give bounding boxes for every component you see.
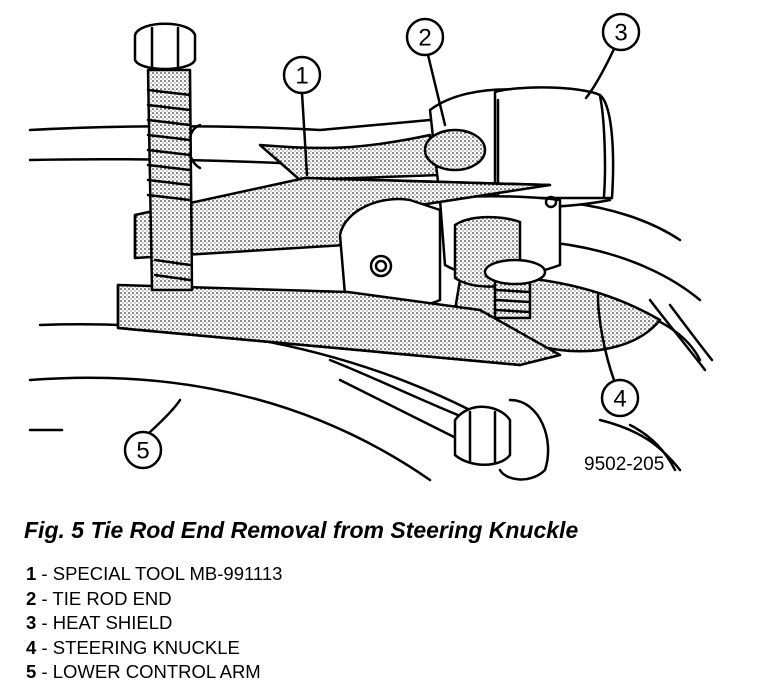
callout-4: 4 bbox=[613, 386, 626, 413]
legend-item: 1 - SPECIAL TOOL MB-991113 bbox=[26, 562, 282, 587]
tool-pivot-housing bbox=[338, 197, 442, 309]
legend-text: STEERING KNUCKLE bbox=[52, 636, 240, 658]
castle-nut bbox=[453, 405, 512, 466]
callout-1: 1 bbox=[295, 63, 308, 90]
drawing-code: 9502-205 bbox=[584, 454, 665, 475]
legend-number: 2 bbox=[26, 587, 37, 609]
legend-separator: - bbox=[36, 563, 53, 584]
knuckle-lower-lines bbox=[328, 358, 472, 442]
legend-item: 4 - STEERING KNUCKLE bbox=[26, 636, 282, 661]
tie-rod-shaft bbox=[28, 118, 432, 132]
legend-text: SPECIAL TOOL MB-991113 bbox=[52, 563, 283, 584]
tie-rod-removal-illustration: 1 2 3 4 5 bbox=[28, 12, 714, 482]
legend-separator: - bbox=[36, 587, 53, 609]
legend-list: 1 - SPECIAL TOOL MB-991113 2 - TIE ROD E… bbox=[26, 562, 282, 685]
callout-5: 5 bbox=[136, 438, 149, 465]
callout-2: 2 bbox=[418, 25, 431, 52]
legend-number: 4 bbox=[26, 636, 37, 658]
legend-item: 5 - LOWER CONTROL ARM bbox=[26, 660, 282, 685]
legend-number: 3 bbox=[26, 612, 37, 633]
legend-number: 1 bbox=[26, 563, 37, 584]
heat-shield bbox=[493, 86, 615, 200]
legend-separator: - bbox=[36, 636, 53, 658]
figure-caption: Fig. 5 Tie Rod End Removal from Steering… bbox=[24, 517, 579, 543]
legend-text: TIE ROD END bbox=[52, 587, 172, 609]
legend-item: 2 - TIE ROD END bbox=[26, 587, 282, 612]
legend-number: 5 bbox=[26, 661, 37, 682]
legend-text: LOWER CONTROL ARM bbox=[52, 661, 261, 682]
legend-separator: - bbox=[36, 661, 53, 682]
legend-separator: - bbox=[36, 612, 53, 633]
callout-3: 3 bbox=[614, 20, 627, 47]
legend-item: 3 - HEAT SHIELD bbox=[26, 611, 282, 636]
tool-screw-head bbox=[133, 22, 197, 71]
legend-text: HEAT SHIELD bbox=[52, 612, 173, 633]
